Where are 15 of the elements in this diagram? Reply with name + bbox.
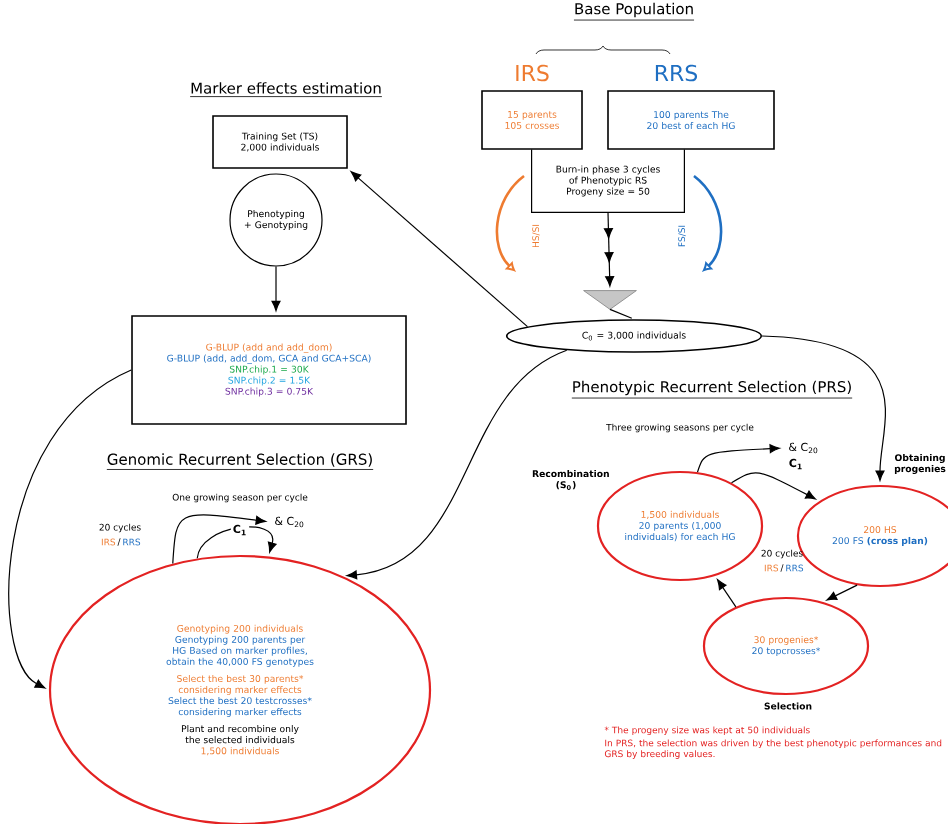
arrow	[8, 369, 132, 689]
arrow	[350, 171, 529, 328]
node-label: IRS	[516, 64, 549, 82]
arrow	[346, 349, 568, 580]
funnel-shape	[583, 290, 637, 310]
arrow	[196, 526, 277, 559]
arrow	[730, 472, 816, 500]
arrow	[696, 444, 780, 473]
arrow	[172, 514, 266, 565]
arrow	[717, 579, 737, 608]
arrow	[761, 335, 886, 481]
arrow	[826, 584, 858, 601]
arrow	[271, 266, 281, 312]
arrow	[603, 211, 615, 287]
node-label: RRS	[655, 64, 698, 82]
